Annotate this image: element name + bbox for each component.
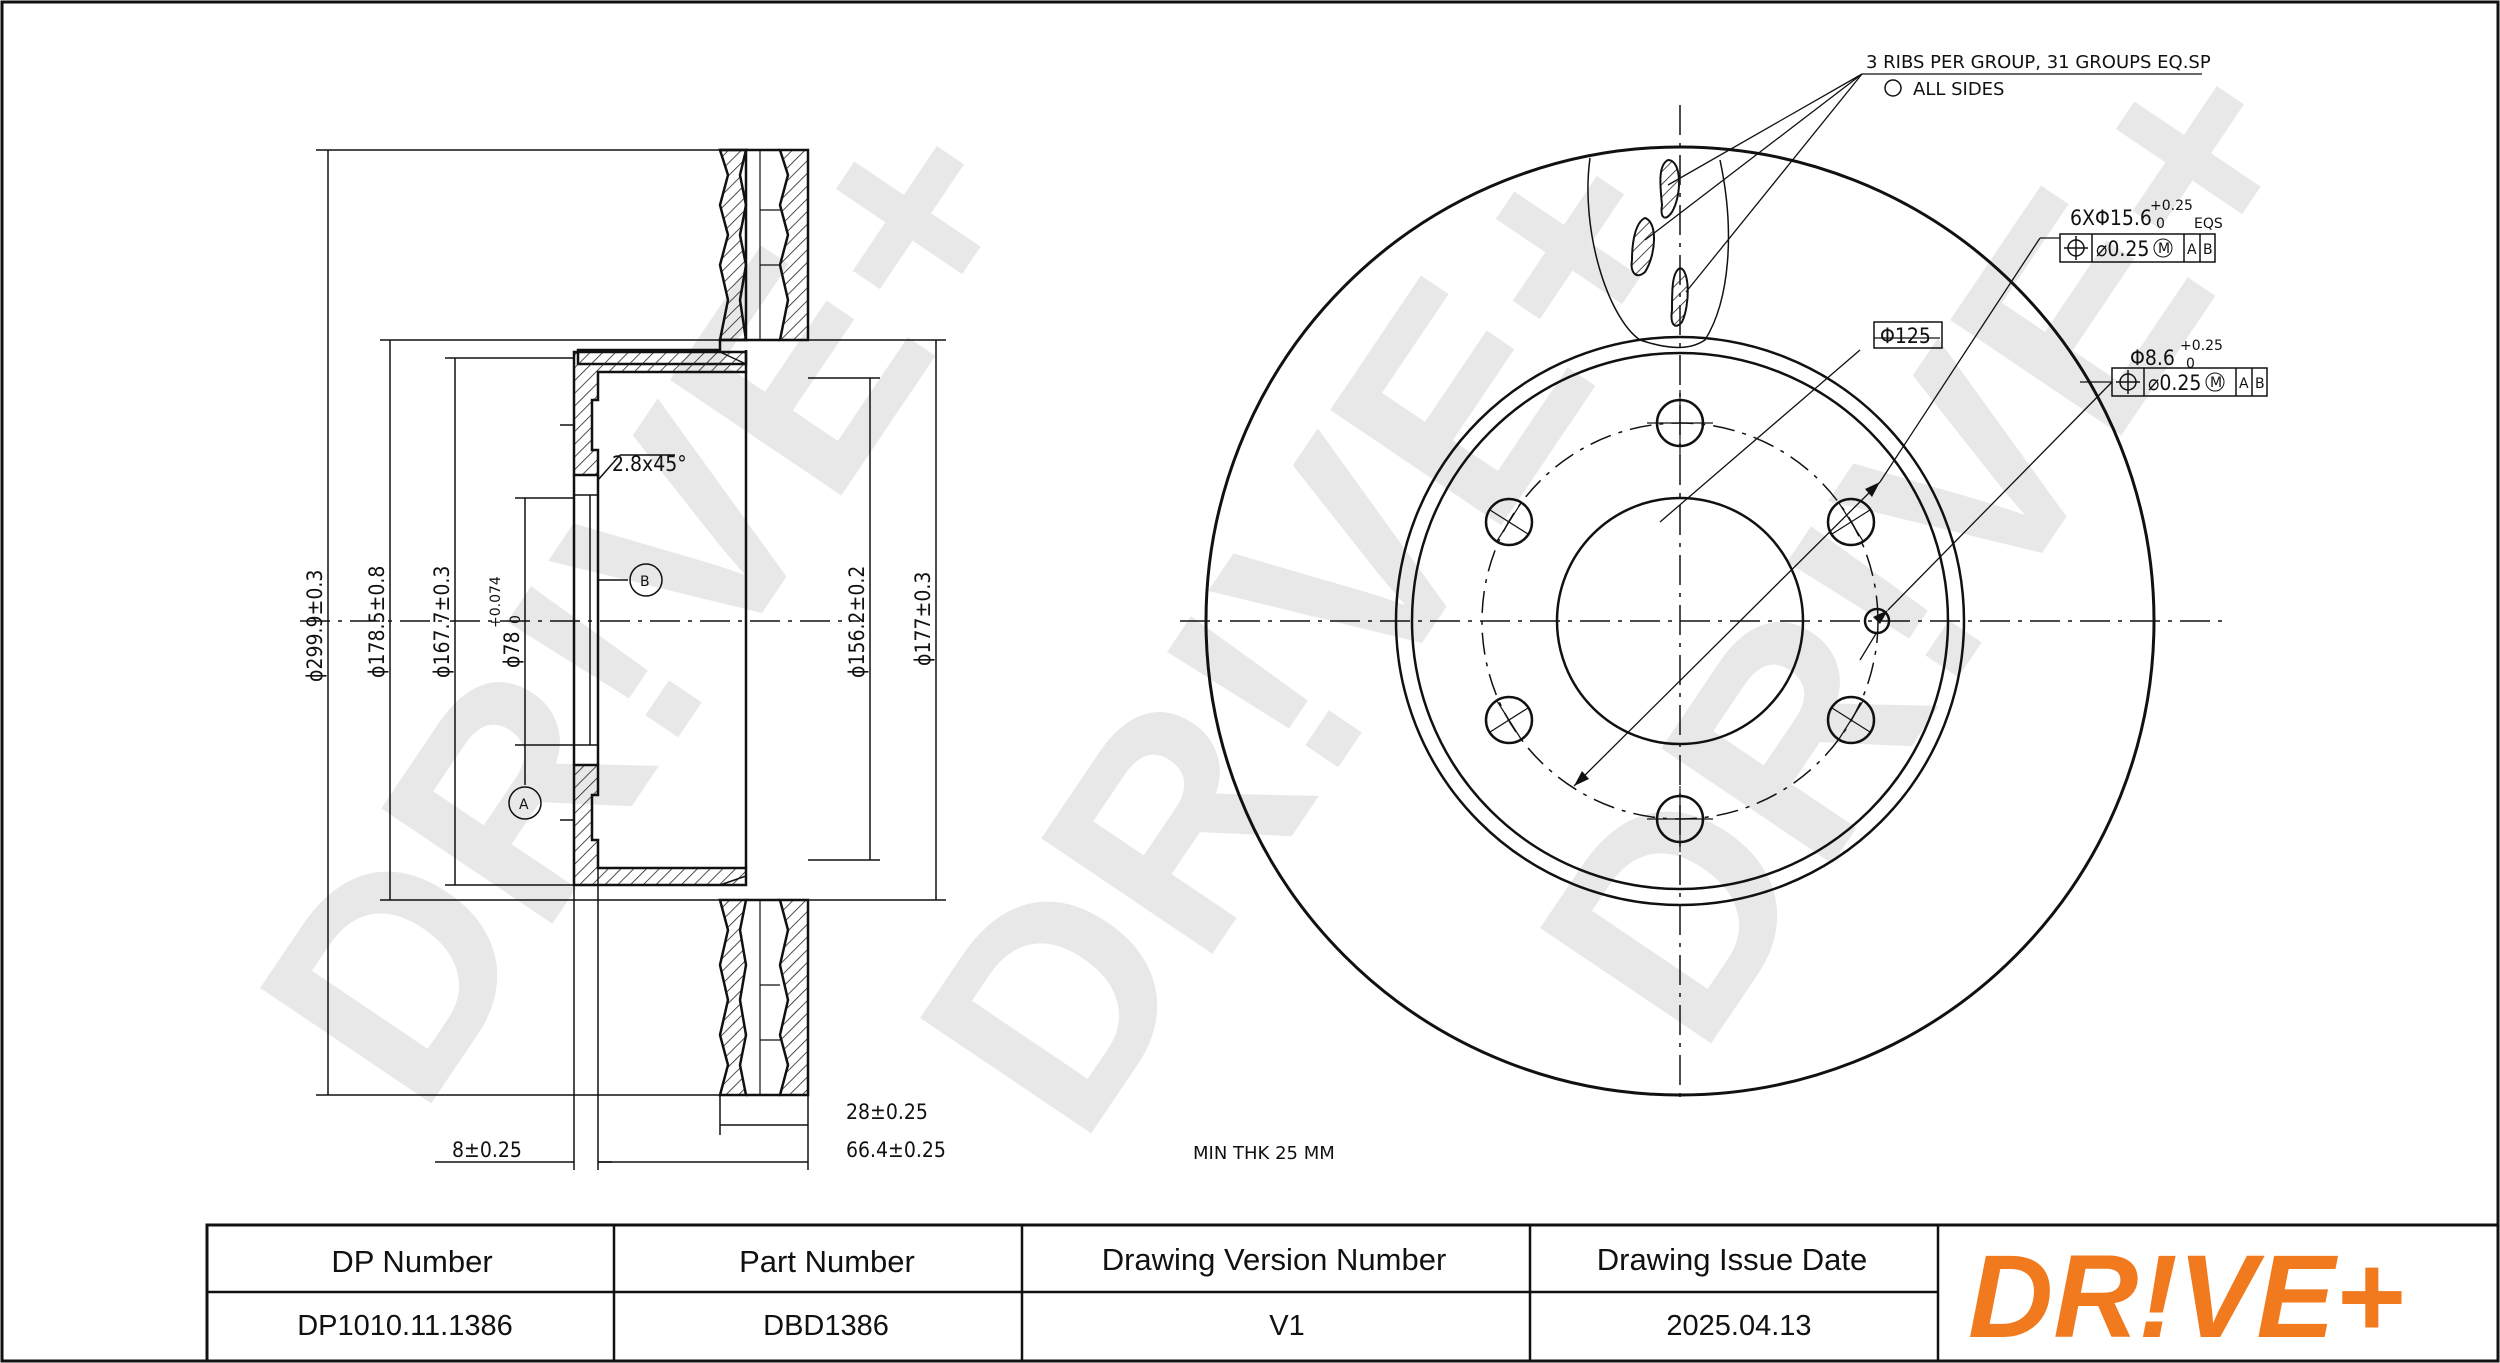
dim-thickness: 28±0.25 <box>846 1100 928 1124</box>
bolt-holes-datum-a: A <box>2187 242 2197 258</box>
watermark: DR!VE+ DR!VE+ DR!VE+ <box>195 0 2373 1186</box>
bolt-holes-eqs: EQS <box>2194 216 2223 232</box>
front-view-annotations: 3 RIBS PER GROUP, 31 GROUPS EQ.SP ALL SI… <box>1193 52 2268 1164</box>
disc-outer-edge <box>1204 145 2156 1097</box>
pin-hole-tol-upper: +0.25 <box>2180 338 2223 354</box>
watermark-text-right: DR!VE+ <box>1475 0 2373 1096</box>
dim-hat-diameter: ϕ178.5±0.8 <box>365 566 389 678</box>
bolt-holes-tol-lower: 0 <box>2156 216 2165 232</box>
front-view <box>1180 73 2230 1105</box>
ribs-note-line1: 3 RIBS PER GROUP, 31 GROUPS EQ.SP <box>1866 52 2211 73</box>
side-view-dimensions: ϕ299.9±0.3 ϕ178.5±0.8 ϕ167.7±0.3 ϕ78 +0.… <box>303 452 946 1162</box>
center-bore <box>1555 496 1805 746</box>
dim-center-bore-tol-upper: +0.074 <box>488 576 504 628</box>
dim-outer-diameter: ϕ299.9±0.3 <box>303 570 327 682</box>
brand-logo: DR!VE+ <box>1968 1231 2404 1363</box>
bolt-holes-modifier: M <box>2158 241 2170 257</box>
pin-hole-datum-a: A <box>2239 376 2249 392</box>
bolt-holes-position-tol: ⌀0.25 <box>2096 237 2149 261</box>
pin-hole-modifier: M <box>2210 375 2222 391</box>
pin-hole-position-tol: ⌀0.25 <box>2148 371 2201 395</box>
value-issue-date: 2025.04.13 <box>1666 1310 1811 1342</box>
dim-chamfer: 2.8x45° <box>612 452 687 476</box>
dim-center-bore-tol-lower: 0 <box>508 615 524 624</box>
dim-inner-diameter-a: ϕ156.2±0.2 <box>845 566 869 678</box>
header-issue-date: Drawing Issue Date <box>1597 1242 1868 1277</box>
bolt-holes-spec: 6XΦ15.6 <box>2070 206 2152 230</box>
pcd-label: Φ125 <box>1880 324 1931 348</box>
min-thickness-note: MIN THK 25 MM <box>1193 1143 1335 1164</box>
dim-inner-diameter-b: ϕ177±0.3 <box>911 572 935 666</box>
datum-b-label: B <box>640 574 650 590</box>
pin-hole-spec: Φ8.6 <box>2130 346 2175 370</box>
datum-a-label: A <box>519 797 529 813</box>
side-view <box>300 148 946 1170</box>
bolt-holes-tol-upper: +0.25 <box>2150 198 2193 214</box>
bolt-holes-datum-b: B <box>2203 242 2213 258</box>
dim-center-bore: ϕ78 <box>500 632 524 669</box>
title-block: DP Number Part Number Drawing Version Nu… <box>205 1223 2500 1363</box>
value-dp-number: DP1010.11.1386 <box>297 1310 513 1342</box>
header-dp-number: DP Number <box>331 1244 492 1279</box>
pin-hole-tol-lower: 0 <box>2186 356 2195 372</box>
dim-hat-thickness: 8±0.25 <box>452 1138 522 1162</box>
hat-section <box>572 350 748 477</box>
dim-inner-hat-diameter: ϕ167.7±0.3 <box>430 566 454 678</box>
dim-total-height: 66.4±0.25 <box>846 1138 946 1162</box>
pin-hole-fcf: ⌀0.25 M A B <box>2111 367 2268 397</box>
header-drawing-version: Drawing Version Number <box>1102 1242 1447 1277</box>
value-drawing-version: V1 <box>1269 1310 1304 1342</box>
value-part-number: DBD1386 <box>763 1310 889 1342</box>
rib-detail <box>1587 157 1730 349</box>
bolt-holes-fcf: ⌀0.25 M A B <box>2059 233 2216 263</box>
pin-hole-datum-b: B <box>2255 376 2265 392</box>
header-part-number: Part Number <box>739 1244 915 1279</box>
ribs-note-line2: ALL SIDES <box>1913 79 2005 100</box>
